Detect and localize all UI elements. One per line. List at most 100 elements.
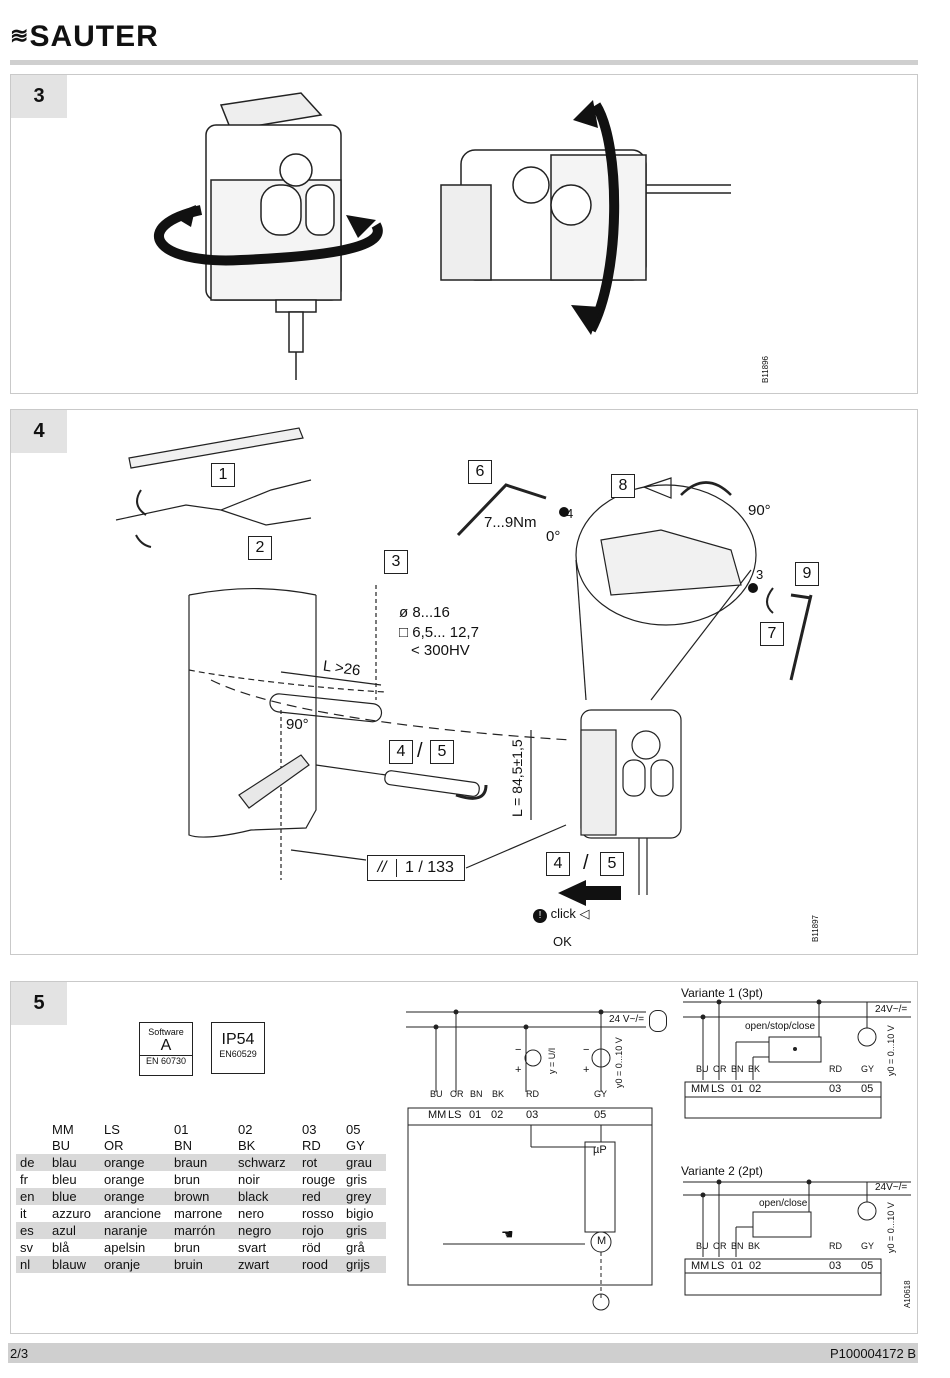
v2-term-02: 02 (749, 1260, 762, 1272)
software-norm: EN 60730 (140, 1055, 192, 1066)
ip-norm: EN60529 (219, 1049, 257, 1059)
v1-term-ls: LS (711, 1083, 725, 1095)
term-03: 03 (526, 1109, 539, 1121)
v2-term-05: 05 (861, 1260, 874, 1272)
motor-label: M (597, 1235, 607, 1247)
variant-2-switch: open/close (759, 1198, 808, 1209)
term-02: 02 (491, 1109, 504, 1121)
section-3-number: 3 (11, 75, 67, 118)
actuator-rotation-illustration (153, 92, 731, 380)
hex-size-3: 3 (756, 567, 764, 582)
hex-size-4: 4 (566, 506, 574, 521)
figure-code-3: B11896 (761, 356, 770, 383)
mount-length-dimension: L = 84,5±1,5 (509, 739, 525, 817)
table-header-lang (16, 1122, 48, 1154)
shaft-spec-square: □ 6,5... 12,7 (399, 624, 479, 641)
software-label: Software (148, 1027, 184, 1037)
variant-1-title: Variante 1 (3pt) (681, 986, 763, 1000)
ip-rating: IP54 (221, 1031, 255, 1048)
step-9-label: 9 (795, 562, 819, 586)
step-2-label: 2 (248, 536, 272, 560)
v1-wire-gy: GY (861, 1064, 875, 1074)
step-4-label-actuator: 4 (546, 852, 570, 876)
brand-logo: ≋SAUTER (10, 20, 159, 53)
document-number: P100004172 B (829, 1346, 916, 1361)
shaft-spec-hardness: < 300HV (411, 642, 470, 659)
v1-wire-rd: RD (829, 1064, 842, 1074)
wire-label-gy: GY (594, 1089, 608, 1099)
figure-code-4: B11897 (811, 915, 820, 942)
v2-wire-bu: BU (696, 1241, 709, 1251)
step-8-label: 8 (611, 474, 635, 498)
step-5-label-duct: 5 (430, 740, 454, 764)
microprocessor-label: µP (593, 1144, 607, 1156)
v1-wire-bn: BN (731, 1064, 744, 1074)
supply-voltage-main: 24 V~/= (609, 1014, 645, 1025)
section-4-number: 4 (11, 410, 67, 453)
section-4-panel: 4 (10, 409, 918, 955)
eye-icon: ◁ (579, 906, 590, 921)
wire-label-rd: RD (526, 1089, 539, 1099)
variant-2-y0: y0 = 0...10 V (886, 1202, 896, 1253)
term-01: 01 (469, 1109, 482, 1121)
v2-wire-gy: GY (861, 1241, 875, 1251)
variant-2-title: Variante 2 (2pt) (681, 1164, 763, 1178)
v1-term-01: 01 (731, 1083, 744, 1095)
hatch-symbol: // (368, 859, 397, 877)
step-slash-actuator: / (583, 852, 589, 874)
angle-0: 0° (546, 528, 561, 545)
click-sound-icon: ! (533, 909, 547, 923)
term-mm: MM (428, 1109, 447, 1121)
fuse-icon (649, 1010, 667, 1032)
mounting-illustration (115, 427, 813, 906)
ok-label: OK (553, 934, 572, 949)
logo-swoosh-icon: ≋ (10, 23, 30, 48)
page-number: 2/3 (10, 1346, 29, 1361)
shaft-spec-round: ø 8...16 (399, 604, 450, 621)
plus-sign-rd: + (515, 1064, 522, 1076)
v2-term-01: 01 (731, 1260, 744, 1272)
wire-label-or: OR (450, 1089, 464, 1099)
software-class-badge: Software A EN 60730 (139, 1022, 193, 1076)
v1-wire-or: OR (713, 1064, 727, 1074)
v2-wire-rd: RD (829, 1241, 842, 1251)
v2-wire-bn: BN (731, 1241, 744, 1251)
ip-rating-badge: IP54 EN60529 (211, 1022, 265, 1074)
wire-label-bk: BK (492, 1089, 505, 1099)
v2-wire-or: OR (713, 1241, 727, 1251)
software-class: A (160, 1037, 172, 1054)
angle-90-top: 90° (748, 502, 771, 519)
plus-sign-gy: + (583, 1064, 590, 1076)
minus-sign-rd: − (515, 1044, 522, 1056)
variant-1-switch: open/stop/close (745, 1021, 816, 1032)
variant-1-y0: y0 = 0...10 V (886, 1025, 896, 1076)
footer-bar: 2/3 P100004172 B (8, 1343, 918, 1363)
variant-1-supply: 24V~/= (875, 1004, 908, 1015)
manual-override-icon: ☚ (501, 1226, 514, 1242)
wire-label-bn: BN (470, 1089, 483, 1099)
variant-2-supply: 24V~/= (875, 1182, 908, 1193)
step-5-label-actuator: 5 (600, 852, 624, 876)
minus-sign-gy: − (583, 1044, 590, 1056)
v1-term-02: 02 (749, 1083, 762, 1095)
step-4-label-duct: 4 (389, 740, 413, 764)
step-7-label: 7 (760, 622, 784, 646)
step-slash-duct: / (417, 740, 423, 762)
header-divider (10, 60, 918, 65)
section-5-number: 5 (11, 982, 67, 1025)
ratio-box: // 1 / 133 (367, 855, 465, 881)
section-3-panel: 3 B11896 (10, 74, 918, 394)
